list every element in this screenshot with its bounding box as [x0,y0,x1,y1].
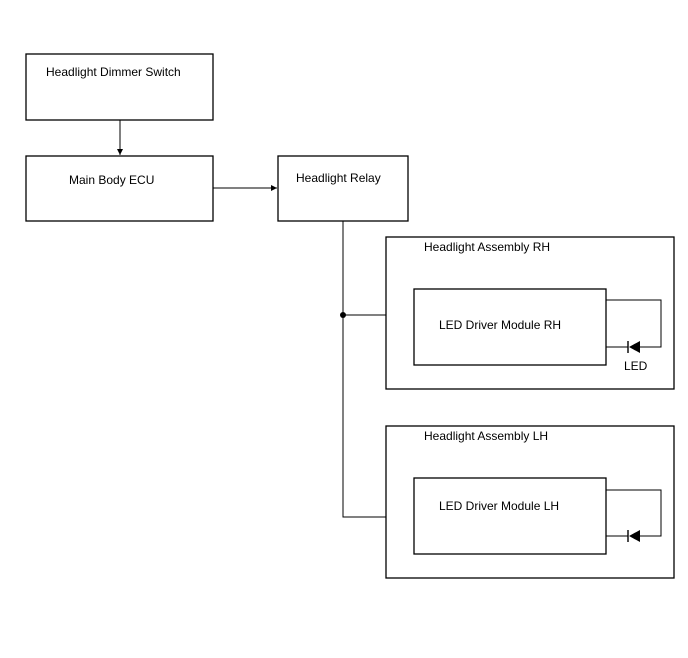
dimmer-switch-label: Headlight Dimmer Switch [46,65,181,79]
main-body-ecu-block: Main Body ECU [25,155,214,222]
assembly-lh-label: Headlight Assembly LH [424,429,548,443]
junction-dot [340,312,346,318]
headlight-relay-label: Headlight Relay [296,171,381,185]
led-lh-return-wire [606,489,662,537]
dimmer-switch-block: Headlight Dimmer Switch [25,53,214,121]
led-rh-label: LED [624,359,648,373]
assembly-rh-label: Headlight Assembly RH [424,240,550,254]
assembly-lh-block: Headlight Assembly LH LED Driver Module … [385,425,675,579]
led-rh-return-wire [606,299,662,348]
dimmer-switch-box [25,53,214,121]
driver-module-rh-box [413,288,607,366]
main-body-ecu-box [25,155,214,222]
headlight-relay-box [277,155,409,222]
headlight-relay-block: Headlight Relay [277,155,409,222]
assembly-rh-block: Headlight Assembly RH LED Driver Module … [385,236,675,390]
driver-module-rh-label: LED Driver Module RH [439,318,561,332]
driver-module-lh-label: LED Driver Module LH [439,499,559,513]
driver-module-lh-box [413,477,607,555]
led-lh-diode-icon [627,530,640,542]
main-body-ecu-label: Main Body ECU [69,173,154,187]
led-rh-diode-icon [627,341,640,353]
